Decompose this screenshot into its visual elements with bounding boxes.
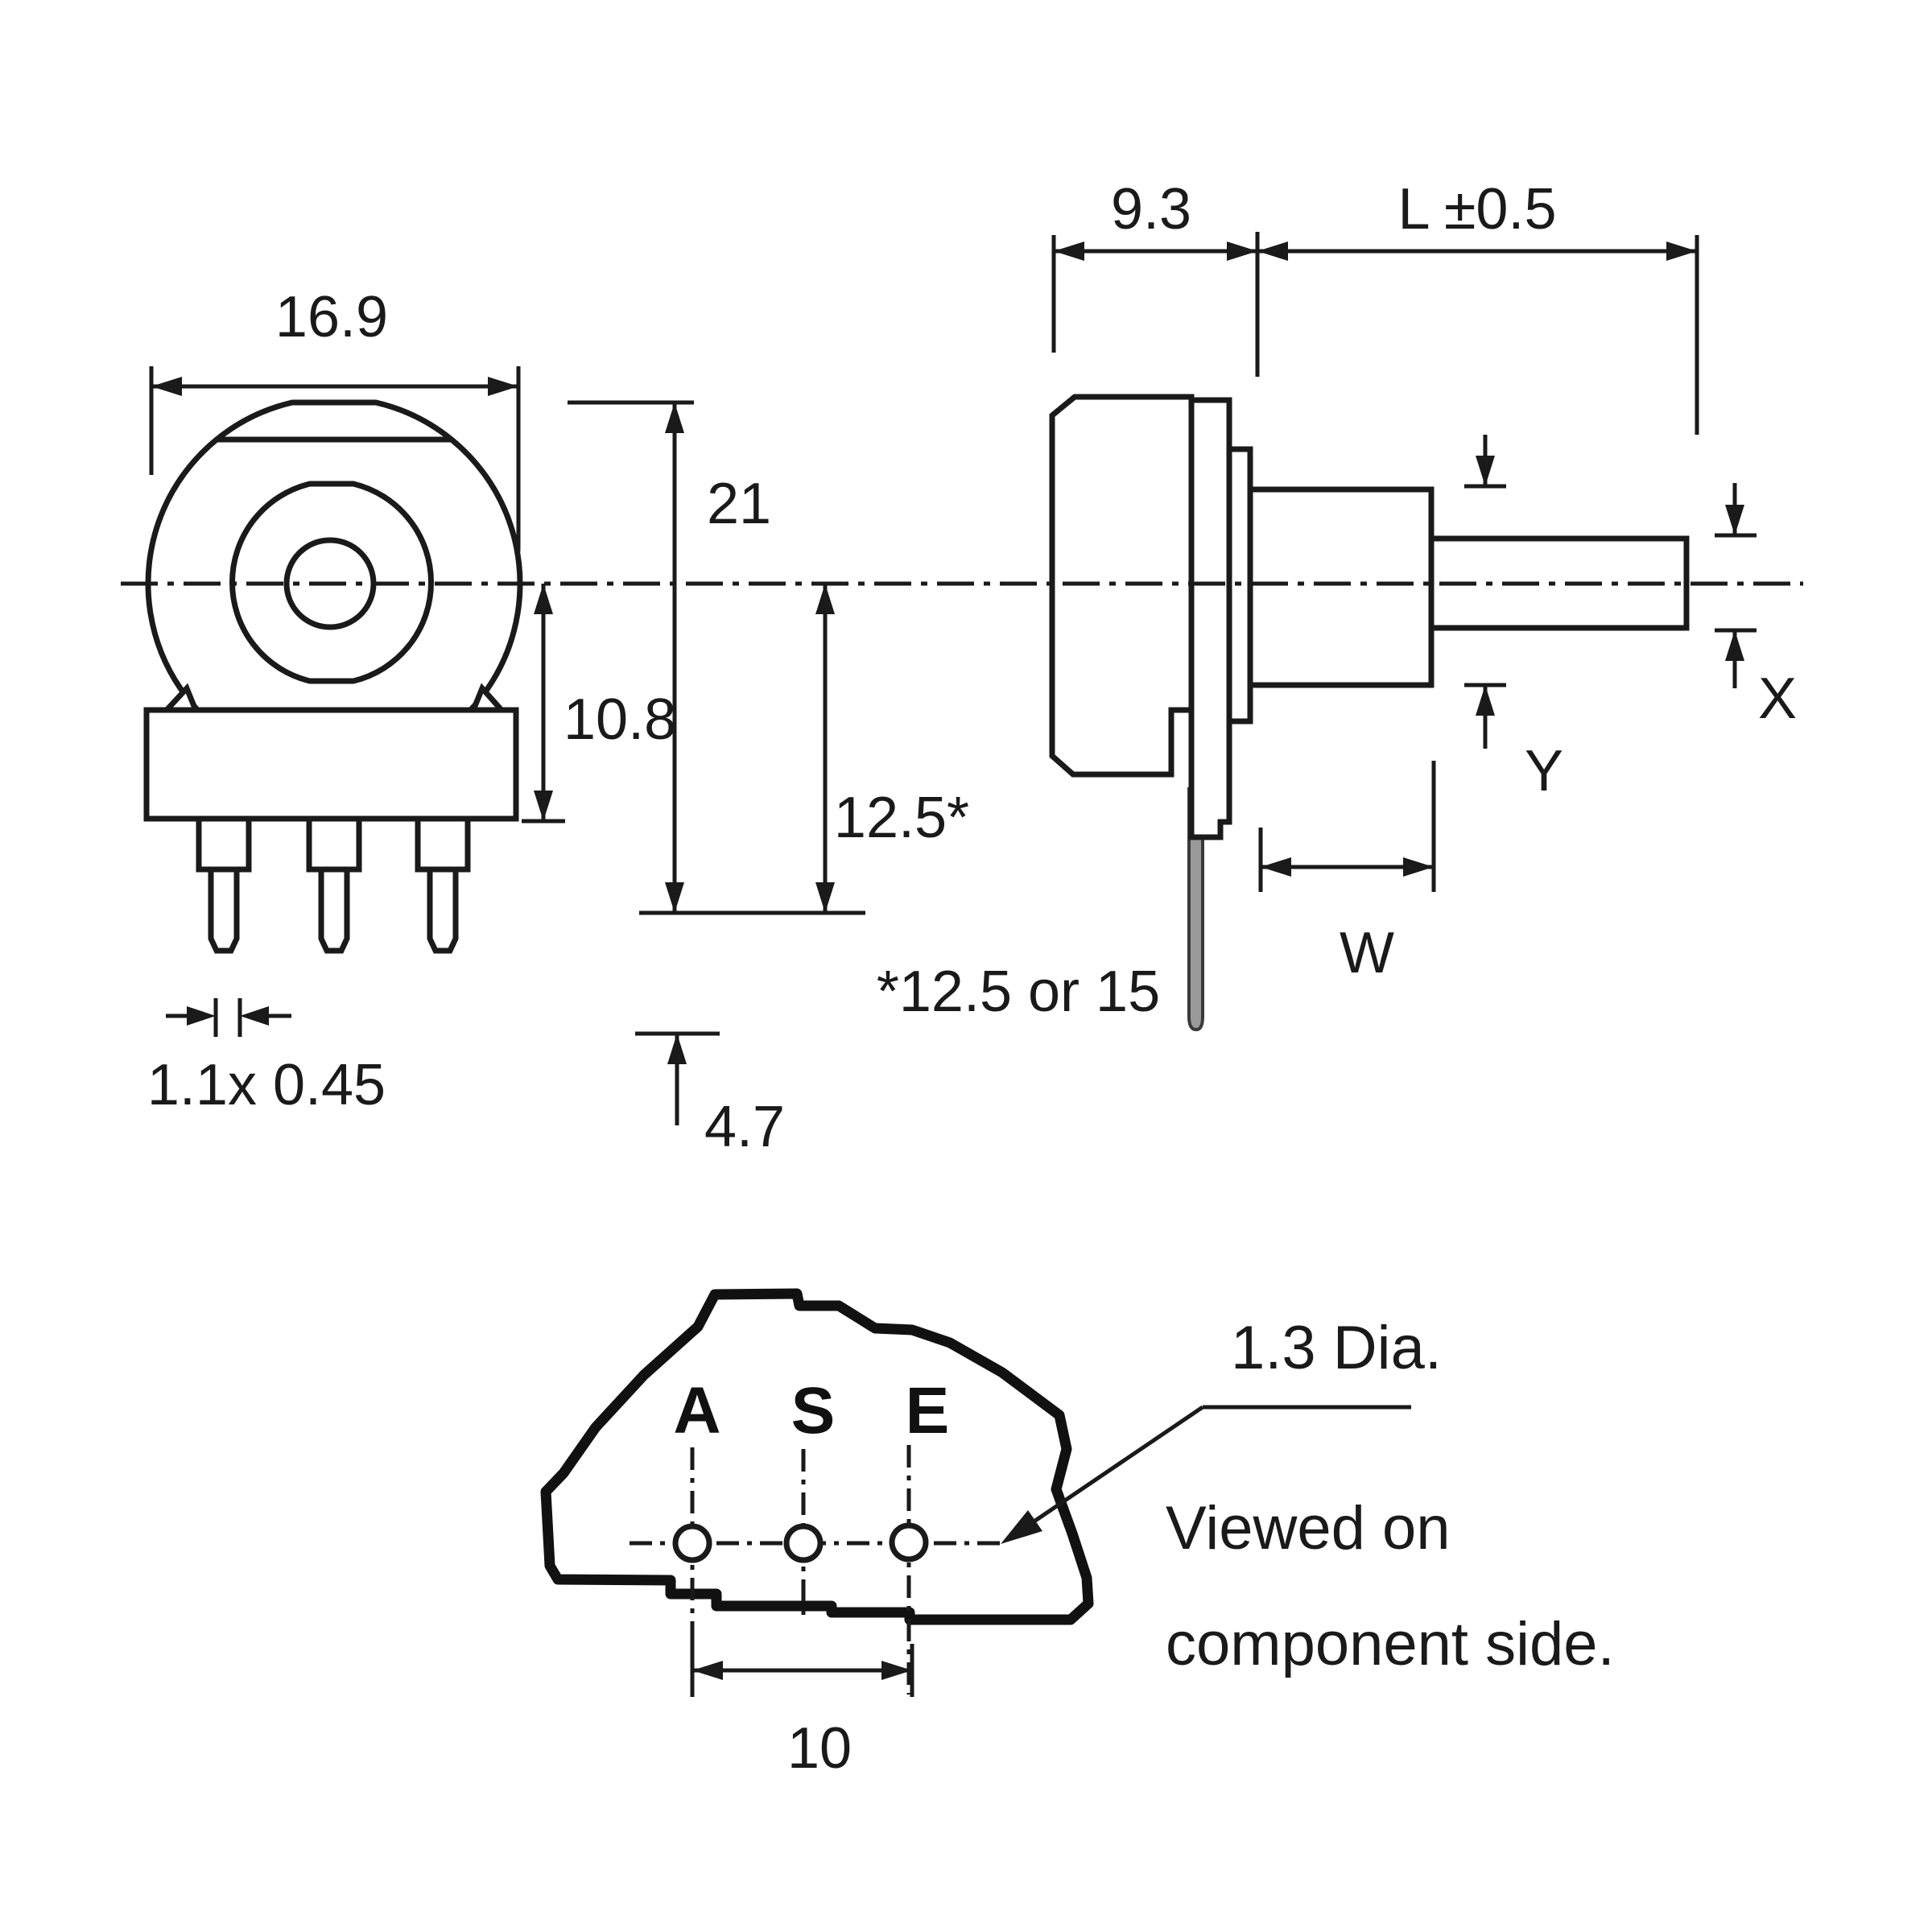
front-crimp-tab-left: [159, 683, 200, 713]
dim-bushing-length-w: W: [1258, 761, 1436, 985]
dim-total-height: 21: [568, 400, 865, 915]
dim-front-width: 16.9: [149, 285, 521, 551]
total-height-label: 21: [707, 472, 771, 536]
dim-bushing-dia-y: Y: [1464, 435, 1563, 803]
terminal-e-label: E: [906, 1374, 950, 1447]
shaft-length-label: L ±0.5: [1398, 177, 1557, 242]
dim-center-to-pcb: 12.5* *12.5 or 15: [815, 584, 1160, 1024]
hole-e: [889, 1522, 929, 1563]
dim-pin-protrusion: 4.7: [635, 1031, 785, 1159]
pin-section-label: 1.1x 0.45: [147, 1053, 386, 1117]
view-note-line2: component side.: [1166, 1610, 1615, 1678]
dim-pin-section: 1.1x 0.45: [147, 998, 386, 1117]
dim-center-to-base: 10.8: [522, 584, 676, 824]
hole-s: [783, 1523, 824, 1563]
dim-shaft-flat-x: X: [1715, 483, 1797, 731]
bushing: [1247, 486, 1435, 688]
body-depth-label: 9.3: [1111, 177, 1191, 242]
terminal-a-label: A: [673, 1374, 720, 1447]
hole-dia-callout: 1.3 Dia. Viewed on component side.: [1001, 1314, 1615, 1678]
hole-a: [672, 1523, 712, 1563]
mounting-plate: [1188, 397, 1232, 840]
front-base-block: [143, 707, 519, 822]
front-pin-e: [415, 815, 471, 954]
shaft-flat-label: X: [1758, 667, 1797, 731]
front-pin-a: [196, 815, 252, 954]
front-view: [143, 399, 523, 954]
front-rotor-circle: [229, 481, 435, 684]
view-note-line1: Viewed on: [1166, 1494, 1451, 1563]
hole-dia-label: 1.3 Dia.: [1231, 1314, 1442, 1382]
solder-lug: [1187, 787, 1204, 1032]
front-crimp-tab-right: [469, 683, 508, 713]
pin-protrusion-label: 4.7: [704, 1095, 785, 1159]
pcb-outline: [540, 1288, 1094, 1625]
bushing-dia-label: Y: [1525, 739, 1563, 803]
front-width-label: 16.9: [275, 285, 388, 349]
terminal-s-label: S: [791, 1374, 836, 1447]
center-to-pcb-label: 12.5*: [834, 786, 969, 850]
dim-terminal-pitch: 10: [690, 1644, 914, 1781]
center-to-base-label: 10.8: [564, 687, 676, 752]
front-pin-s: [306, 815, 362, 954]
bottom-view: A S E: [540, 1288, 1094, 1695]
terminal-pitch-label: 10: [787, 1716, 852, 1781]
leader-arrow: [1001, 1510, 1042, 1544]
pcb-note: *12.5 or 15: [877, 960, 1160, 1024]
dim-body-depth-and-shaft-length: 9.3 L ±0.5: [1051, 177, 1699, 435]
bushing-length-label: W: [1340, 921, 1394, 985]
